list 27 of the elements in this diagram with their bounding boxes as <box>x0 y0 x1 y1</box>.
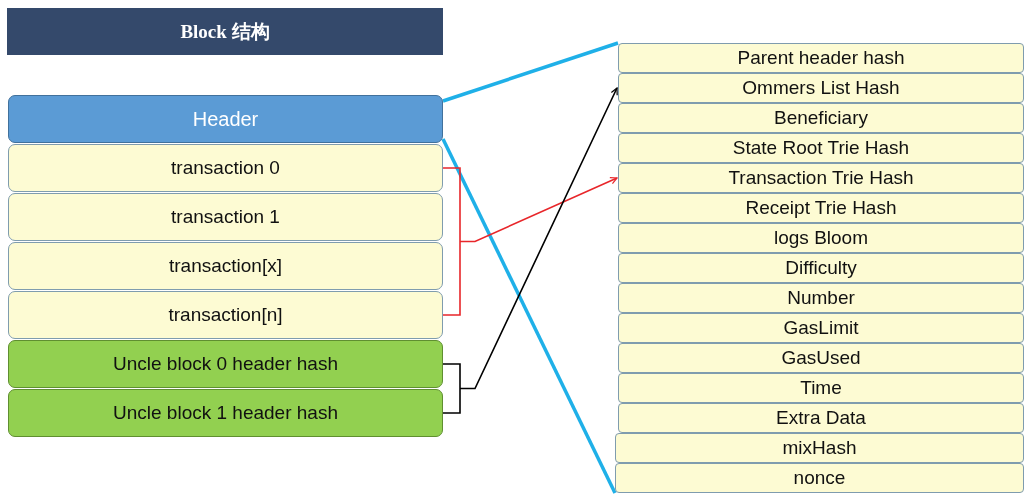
connector-line <box>441 138 617 494</box>
title-bar: Block 结构 <box>7 8 443 55</box>
header-field-box: GasUsed <box>618 343 1024 373</box>
transaction-box: transaction[n] <box>8 291 443 339</box>
header-field-box: Receipt Trie Hash <box>618 193 1024 223</box>
header-field-box: Beneficiary <box>618 103 1024 133</box>
transaction-box: transaction 1 <box>8 193 443 241</box>
header-field-box: Parent header hash <box>618 43 1024 73</box>
header-box: Header <box>8 95 443 143</box>
header-field-box: Ommers List Hash <box>618 73 1024 103</box>
header-field-box: GasLimit <box>618 313 1024 343</box>
brace-arrow <box>442 87 618 414</box>
header-field-box: Time <box>618 373 1024 403</box>
header-field-box: logs Bloom <box>618 223 1024 253</box>
header-field-box: mixHash <box>615 433 1024 463</box>
header-field-box: Number <box>618 283 1024 313</box>
header-field-box: Transaction Trie Hash <box>618 163 1024 193</box>
header-field-box: State Root Trie Hash <box>618 133 1024 163</box>
transaction-box: transaction[x] <box>8 242 443 290</box>
brace-arrow <box>442 167 618 316</box>
header-field-box: Extra Data <box>618 403 1024 433</box>
connector-line <box>442 41 619 103</box>
header-field-box: Difficulty <box>618 253 1024 283</box>
uncle-hash-box: Uncle block 0 header hash <box>8 340 443 388</box>
header-field-box: nonce <box>615 463 1024 493</box>
transaction-box: transaction 0 <box>8 144 443 192</box>
uncle-hash-box: Uncle block 1 header hash <box>8 389 443 437</box>
